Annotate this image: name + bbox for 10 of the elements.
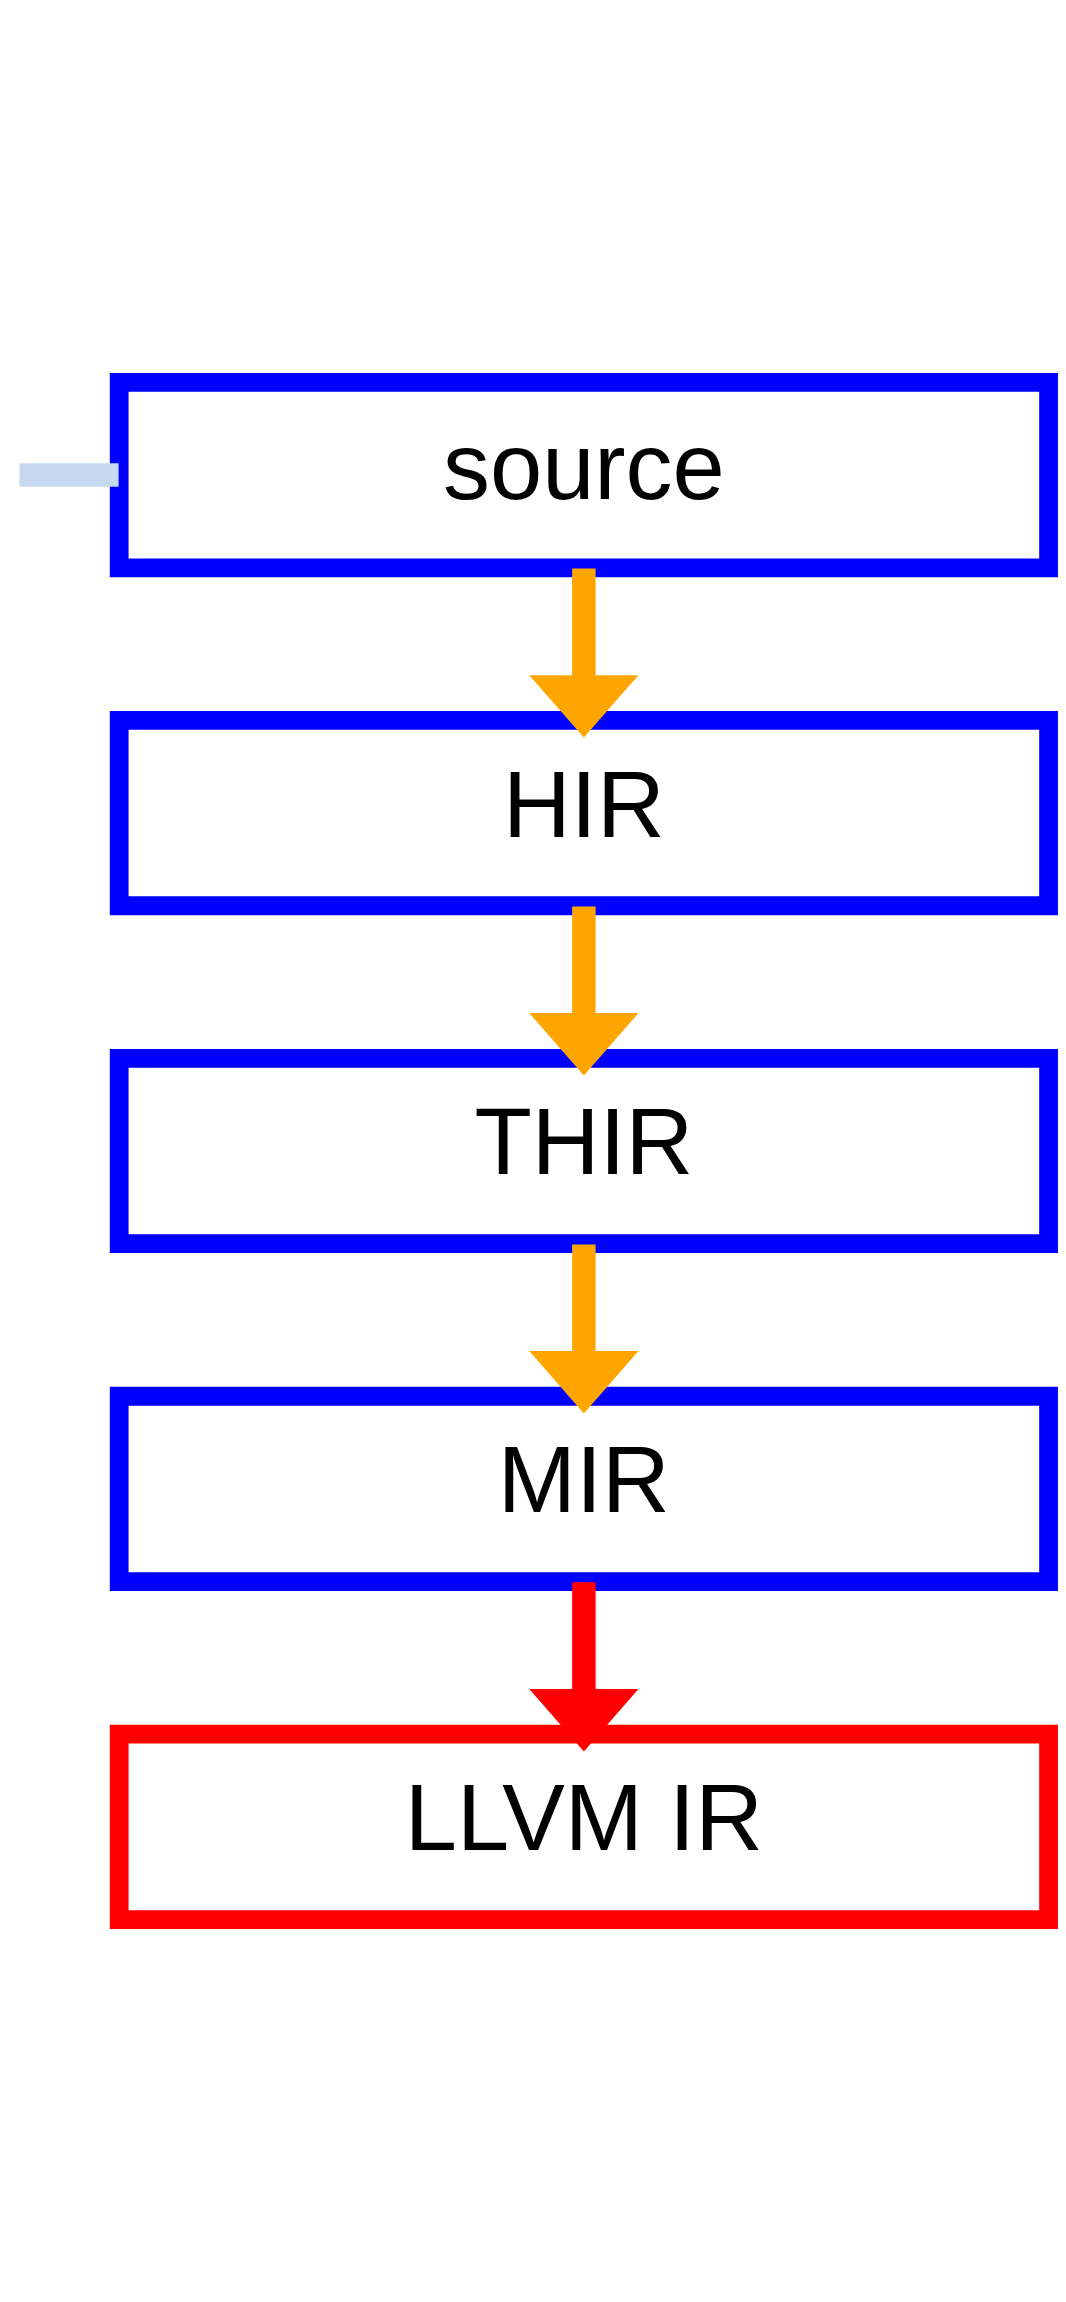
arrow [529,1244,639,1414]
node-box: HIR [109,710,1058,916]
node-box: LLVM IR [109,1724,1058,1929]
node-box: MIR [109,1386,1058,1592]
arrow [529,1582,639,1752]
node-box: THIR [109,1048,1058,1254]
node-box: source [109,373,1058,578]
arrow [529,906,639,1076]
connector [19,463,119,487]
arrow [529,568,639,738]
